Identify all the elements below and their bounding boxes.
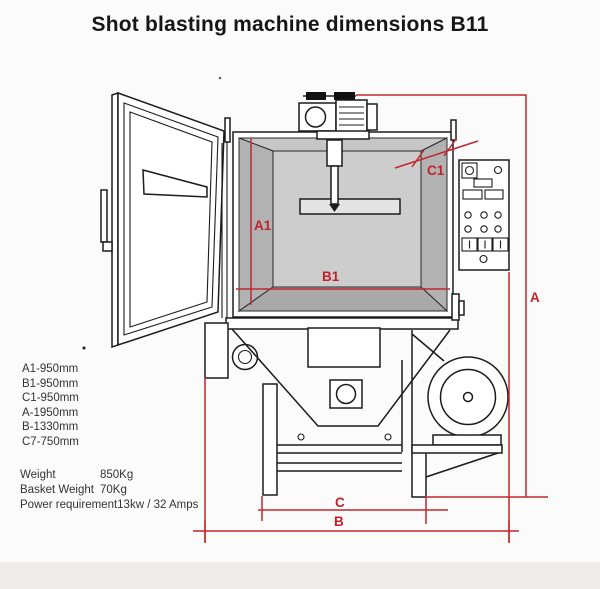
panel-button [494,211,502,219]
top-motor [298,92,378,140]
spec-row: Basket Weight 70Kg [20,483,198,498]
panel-toggle [461,237,478,252]
door [82,76,231,350]
blast-wheel [411,356,509,478]
spec-value: 850Kg [100,469,134,481]
dim-line-c1 [394,138,479,169]
wheel-hub [462,391,474,403]
wheel-inner [439,368,497,426]
rail-block [334,92,355,100]
dim-line-c [258,496,448,524]
bottom-strip [0,562,600,589]
dimension-item: A-1950mm [22,406,79,419]
base-rails [277,444,402,472]
control-panel [458,159,510,271]
panel-toggle [492,237,509,252]
dim-label-b: B [334,514,344,529]
panel-main-switch [461,162,478,179]
right-leg [411,451,427,498]
spec-value: 13kw / 32 Amps [117,499,199,511]
dimension-item: A1-950mm [22,363,79,375]
blast-chamber [225,119,465,330]
hopper-and-base [204,322,451,498]
right-tab [450,119,457,141]
panel-lamp [493,165,503,175]
dim-line-b [193,521,519,542]
spec-row: Weight 850Kg [20,468,198,483]
dimension-item: C1-950mm [22,392,79,405]
left-stand [204,322,229,379]
door-panel [117,91,225,347]
page-title: Shot blasting machine dimensions B11 [91,13,489,36]
dimension-item: B-1330mm [22,421,79,434]
panel-button [480,225,488,233]
bolt-hole [297,433,305,441]
spec-row: Power requirement13kw / 32 Amps [20,498,198,513]
basket-bar [299,198,401,215]
spec-list: Weight 850Kg Basket Weight 70Kg Power requ… [20,468,198,513]
door-handle [100,189,108,243]
chamber-ceiling [238,137,448,152]
panel-button [464,211,472,219]
wheel-platform [432,434,502,446]
door-window-slot [142,169,208,198]
dim-label-c: C [335,495,345,510]
panel-button [494,225,502,233]
fan-circle [304,106,327,128]
rail-block [306,92,326,100]
spec-label: Power requirement [20,499,118,511]
dimension-item: B1-950mm [22,377,79,390]
chamber-floor [237,286,449,312]
panel-toggle [477,237,493,252]
wheel-brace [425,452,499,478]
motor-base [316,130,370,140]
wheel-post [401,330,445,452]
spec-value: 70Kg [100,484,127,496]
panel-button [464,225,472,233]
panel-display [473,178,493,188]
spindle-shaft [330,165,339,205]
spindle-mount [326,139,343,167]
dimension-list: A1-950mm B1-950mm C1-950mm A-1950mm B-13… [22,362,79,450]
shaft-arrow [329,204,340,212]
dimension-item: C7-750mm [22,435,79,448]
left-leg [262,383,278,496]
chamber-back-wall [272,150,422,288]
hopper-gate [307,327,381,368]
door-latch [451,293,460,321]
dim-line-a [356,94,527,497]
motor-body [335,99,368,134]
dim-label-a1: A1 [254,218,272,233]
spec-label: Weight [20,469,56,481]
door-edge [111,91,119,349]
dim-label-c1: C1 [427,163,445,178]
door-hinge-pin [224,117,231,143]
panel-button [480,211,488,219]
dim-label-a: A [530,290,540,305]
hopper [231,328,451,427]
door-jamb [221,142,228,318]
pulley [231,343,259,371]
bolt-hole [384,433,392,441]
dim-label-b1: B1 [322,269,340,284]
motor-fins [339,106,364,126]
spec-label: Basket Weight [20,484,94,496]
dimension-lines [193,94,548,543]
